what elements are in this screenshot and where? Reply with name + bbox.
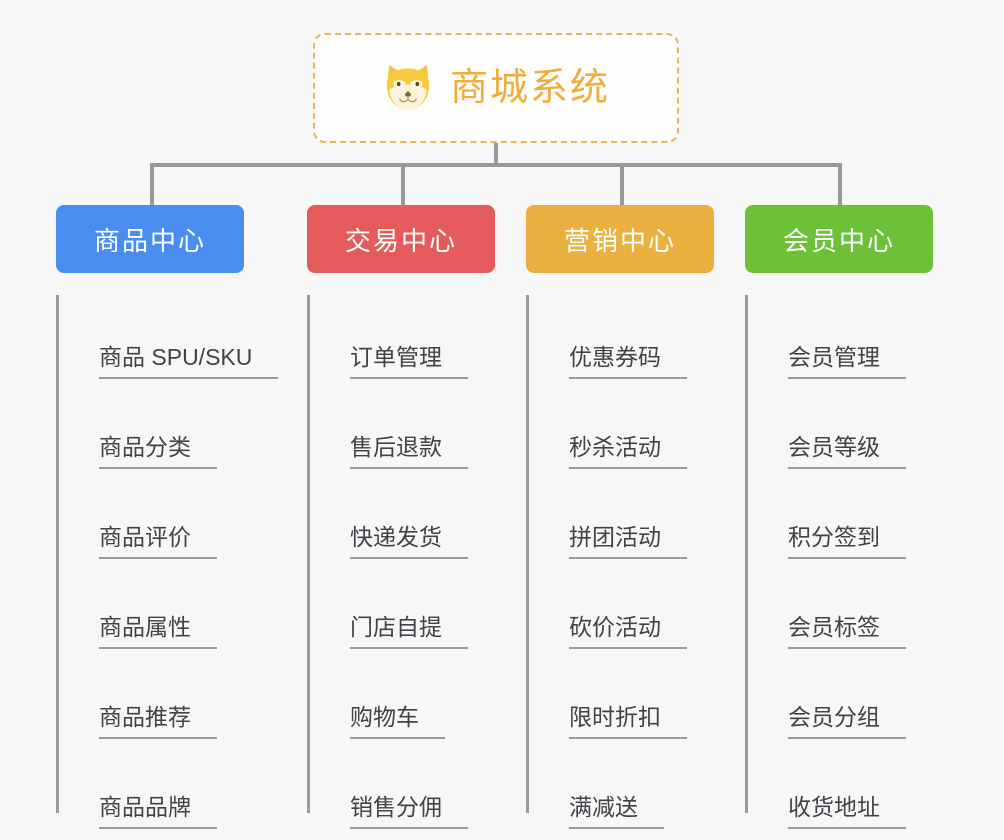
leaf-label: 拼团活动 [569, 524, 687, 559]
leaf-label: 优惠券码 [569, 344, 687, 379]
leaf-label: 砍价活动 [569, 614, 687, 649]
leaf-label: 会员管理 [788, 344, 906, 379]
leaf-label: 会员等级 [788, 434, 906, 469]
leaf-label: 会员分组 [788, 704, 906, 739]
branch-header-label: 会员中心 [782, 225, 895, 256]
leaf-label: 门店自提 [350, 614, 468, 649]
trunk-line [307, 295, 310, 813]
connector-drop-1 [150, 163, 154, 207]
leaf-item[interactable]: 门店自提 [312, 565, 497, 655]
leaf-item[interactable]: 购物车 [312, 655, 497, 745]
leaf-item[interactable]: 限时折扣 [531, 655, 716, 745]
leaf-item[interactable]: 会员分组 [750, 655, 935, 745]
branch-header-label: 商品中心 [93, 225, 206, 256]
leaf-label: 限时折扣 [569, 704, 687, 739]
branch-header-trade[interactable]: 交易中心 [307, 205, 495, 273]
leaf-label: 商品 SPU/SKU [99, 344, 279, 379]
root-title: 商城系统 [449, 67, 610, 109]
trunk-line [56, 295, 59, 813]
leaf-item[interactable]: 收货地址 [750, 745, 935, 835]
connector-bus [150, 163, 840, 167]
leaf-item[interactable]: 商品推荐 [61, 655, 246, 745]
leaf-item[interactable]: 积分签到 [750, 475, 935, 565]
leaf-item[interactable]: 商品 SPU/SKU [61, 295, 279, 385]
leaf-label: 满减送 [569, 794, 664, 829]
leaf-label: 销售分佣 [350, 794, 468, 829]
leaf-list-marketing: 优惠券码 秒杀活动 拼团活动 砍价活动 限时折扣 满减送 [526, 295, 716, 835]
leaf-item[interactable]: 商品属性 [61, 565, 246, 655]
branch-header-marketing[interactable]: 营销中心 [526, 205, 714, 273]
connector-drop-3 [620, 163, 624, 207]
leaf-label: 会员标签 [788, 614, 906, 649]
branch-column-member: 会员中心 会员管理 会员等级 积分签到 会员标签 会员分组 收货地址 [745, 205, 935, 835]
leaf-label: 商品推荐 [99, 704, 217, 739]
leaf-item[interactable]: 秒杀活动 [531, 385, 716, 475]
leaf-item[interactable]: 拼团活动 [531, 475, 716, 565]
branch-column-product: 商品中心 商品 SPU/SKU 商品分类 商品评价 商品属性 商品推荐 商品品牌 [56, 205, 279, 835]
connector-root-stem [494, 143, 498, 165]
leaf-item[interactable]: 满减送 [531, 745, 716, 835]
branch-header-label: 交易中心 [344, 225, 457, 256]
leaf-label: 积分签到 [788, 524, 906, 559]
leaf-item[interactable]: 会员等级 [750, 385, 935, 475]
leaf-item[interactable]: 商品分类 [61, 385, 246, 475]
leaf-item[interactable]: 优惠券码 [531, 295, 716, 385]
leaf-list-product: 商品 SPU/SKU 商品分类 商品评价 商品属性 商品推荐 商品品牌 [56, 295, 279, 835]
branch-header-label: 营销中心 [563, 225, 676, 256]
leaf-label: 购物车 [350, 704, 445, 739]
leaf-item[interactable]: 订单管理 [312, 295, 497, 385]
leaf-label: 商品属性 [99, 614, 217, 649]
leaf-label: 收货地址 [788, 794, 906, 829]
branch-header-product[interactable]: 商品中心 [56, 205, 244, 273]
branch-header-member[interactable]: 会员中心 [745, 205, 933, 273]
leaf-item[interactable]: 商品品牌 [61, 745, 246, 835]
leaf-item[interactable]: 会员管理 [750, 295, 935, 385]
leaf-item[interactable]: 快递发货 [312, 475, 497, 565]
trunk-line [526, 295, 529, 813]
connector-drop-2 [401, 163, 405, 207]
connector-drop-4 [838, 163, 842, 207]
leaf-label: 订单管理 [350, 344, 468, 379]
leaf-label: 商品评价 [99, 524, 217, 559]
shiba-inu-mascot-icon [386, 65, 430, 110]
leaf-item[interactable]: 会员标签 [750, 565, 935, 655]
leaf-item[interactable]: 售后退款 [312, 385, 497, 475]
leaf-list-member: 会员管理 会员等级 积分签到 会员标签 会员分组 收货地址 [745, 295, 935, 835]
leaf-item[interactable]: 销售分佣 [312, 745, 497, 835]
leaf-label: 商品分类 [99, 434, 217, 469]
leaf-item[interactable]: 砍价活动 [531, 565, 716, 655]
branch-column-marketing: 营销中心 优惠券码 秒杀活动 拼团活动 砍价活动 限时折扣 满减送 [526, 205, 716, 835]
root-node[interactable]: 商城系统 [313, 33, 679, 143]
leaf-item[interactable]: 商品评价 [61, 475, 246, 565]
trunk-line [745, 295, 748, 813]
leaf-label: 秒杀活动 [569, 434, 687, 469]
leaf-list-trade: 订单管理 售后退款 快递发货 门店自提 购物车 销售分佣 [307, 295, 497, 835]
leaf-label: 售后退款 [350, 434, 468, 469]
branch-column-trade: 交易中心 订单管理 售后退款 快递发货 门店自提 购物车 销售分佣 [307, 205, 497, 835]
leaf-label: 商品品牌 [99, 794, 217, 829]
leaf-label: 快递发货 [350, 524, 468, 559]
